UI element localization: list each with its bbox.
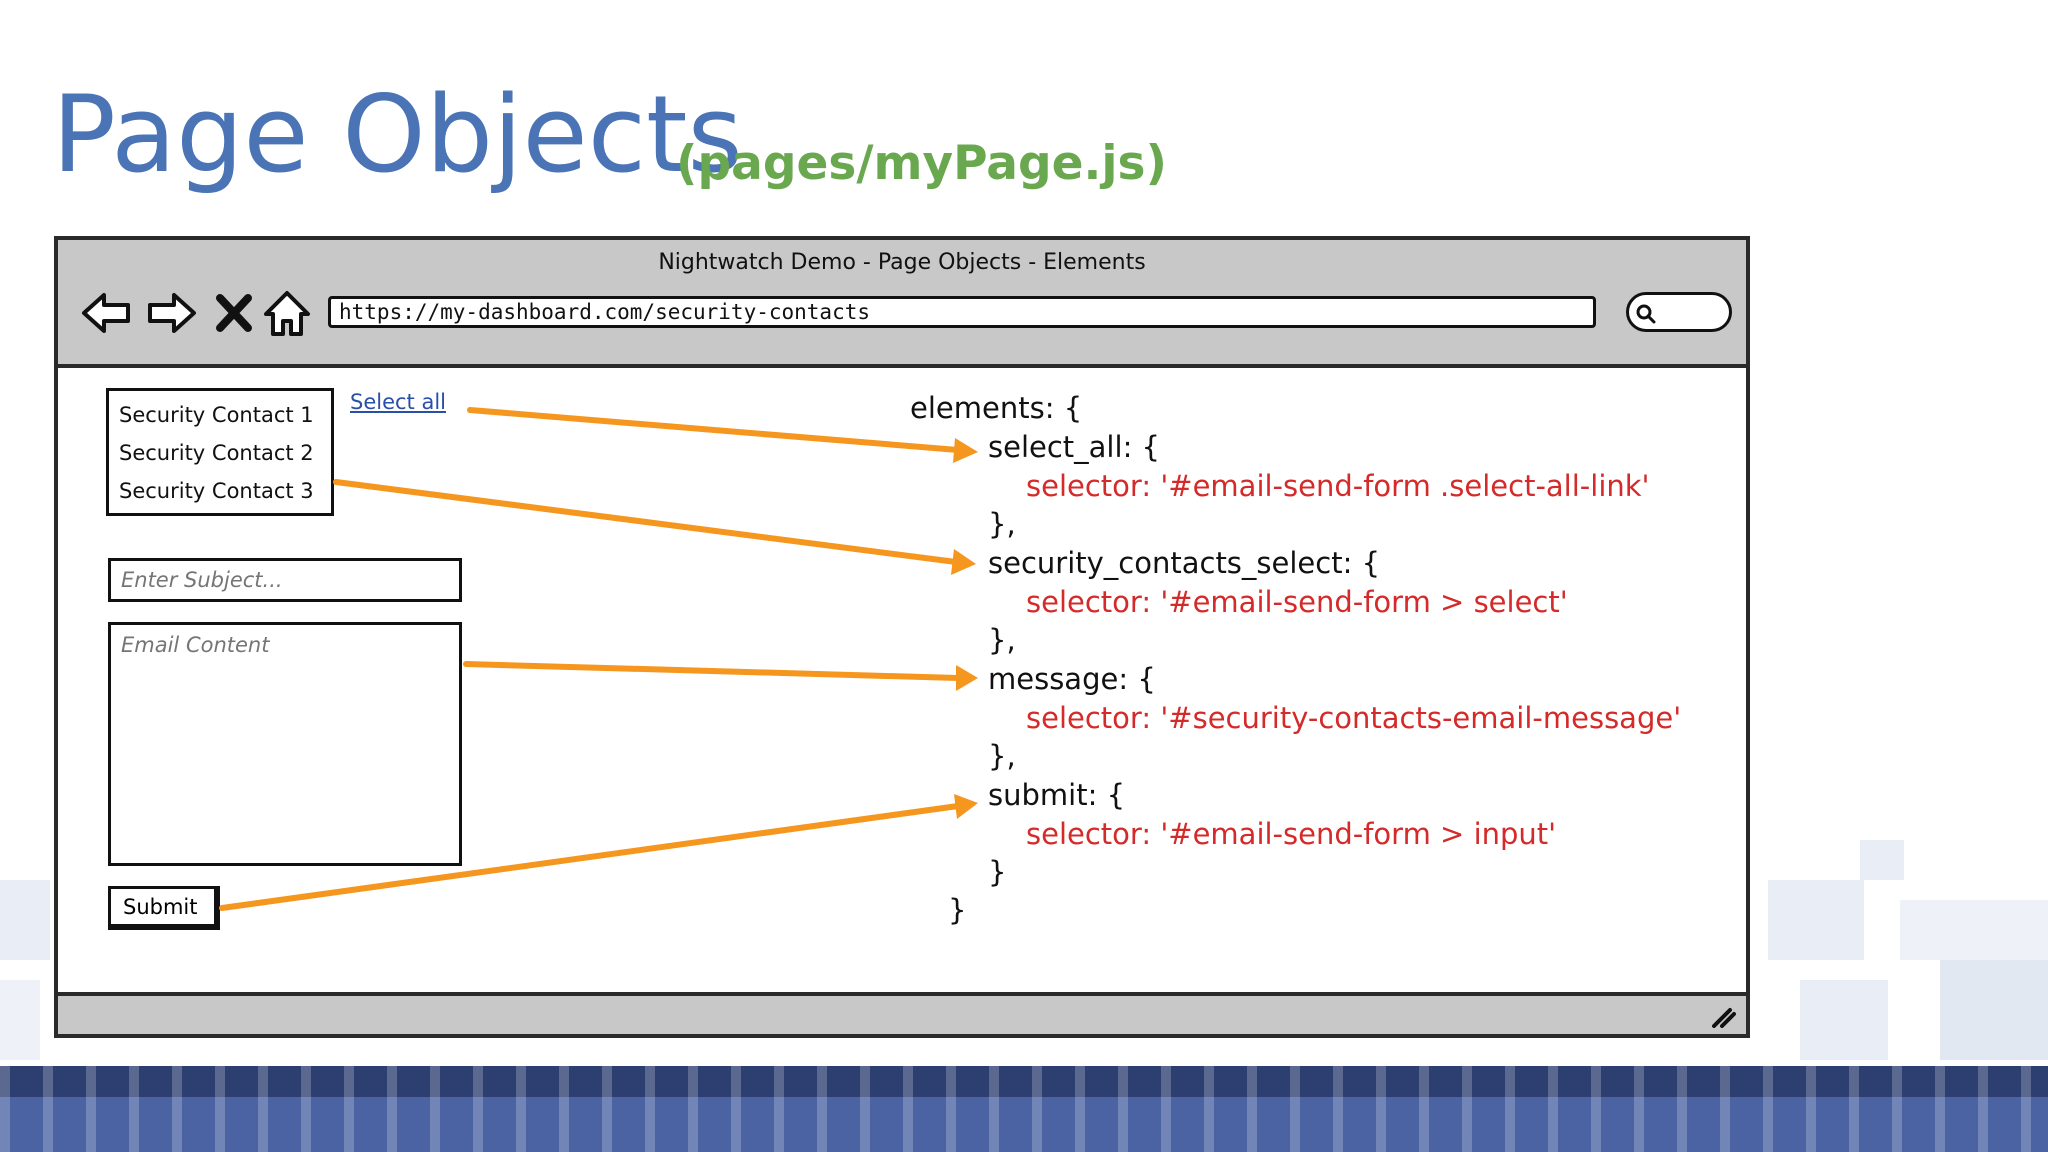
code-brace: : { bbox=[1044, 391, 1083, 425]
code-selector-message: selector: '#security-contacts-email-mess… bbox=[1026, 704, 1681, 733]
decorative-footer-band bbox=[0, 1066, 2048, 1152]
code-brace: : { bbox=[1087, 778, 1126, 812]
code-line-close: }, bbox=[988, 739, 1016, 773]
code-selector-select-all: selector: '#email-send-form .select-all-… bbox=[1026, 472, 1650, 501]
resize-grip-icon[interactable] bbox=[1710, 1006, 1736, 1028]
slide-subtitle: (pages/myPage.js) bbox=[676, 136, 1167, 191]
decor-pixel bbox=[0, 880, 50, 960]
code-line-elements: elements: { bbox=[910, 394, 1082, 423]
code-selector-value: '#email-send-form > select' bbox=[1160, 585, 1568, 619]
decor-pixel bbox=[1940, 960, 2048, 1060]
code-selector-label: selector: bbox=[1026, 585, 1161, 619]
home-icon[interactable] bbox=[260, 286, 314, 340]
subject-input[interactable] bbox=[108, 558, 462, 602]
forward-arrow-icon[interactable] bbox=[144, 286, 198, 340]
browser-toolbar: Nightwatch Demo - Page Objects - Element… bbox=[58, 240, 1746, 368]
code-line-close: }, bbox=[988, 623, 1016, 657]
browser-status-bar bbox=[58, 992, 1746, 1034]
code-line-security-contacts: security_contacts_select: { bbox=[988, 549, 1380, 578]
code-key: select_all bbox=[988, 430, 1123, 464]
search-box[interactable] bbox=[1626, 292, 1732, 332]
list-item[interactable]: Security Contact 3 bbox=[119, 479, 314, 503]
submit-button[interactable]: Submit bbox=[108, 886, 220, 930]
code-brace: : { bbox=[1118, 662, 1156, 696]
code-brace: : { bbox=[1342, 546, 1381, 580]
window-title: Nightwatch Demo - Page Objects - Element… bbox=[658, 250, 1146, 275]
code-line-close: }, bbox=[988, 507, 1016, 541]
code-selector-security-contacts: selector: '#email-send-form > select' bbox=[1026, 588, 1568, 617]
select-all-link[interactable]: Select all bbox=[350, 390, 446, 414]
code-brace: : { bbox=[1122, 430, 1161, 464]
code-key: security_contacts_select bbox=[988, 546, 1343, 580]
decor-pixel bbox=[1800, 980, 1888, 1060]
decor-pixel bbox=[1900, 900, 2048, 960]
code-line-select-all: select_all: { bbox=[988, 433, 1160, 462]
security-contacts-select[interactable]: Security Contact 1 Security Contact 2 Se… bbox=[106, 388, 334, 516]
decor-pixel bbox=[1768, 880, 1864, 960]
browser-window: Nightwatch Demo - Page Objects - Element… bbox=[54, 236, 1750, 1038]
search-icon bbox=[1636, 304, 1656, 324]
code-selector-label: selector: bbox=[1026, 817, 1161, 851]
code-line-close-final: } bbox=[948, 893, 967, 927]
code-key: message bbox=[988, 662, 1119, 696]
decor-pixel bbox=[0, 980, 40, 1060]
code-selector-submit: selector: '#email-send-form > input' bbox=[1026, 820, 1556, 849]
code-selector-value: '#email-send-form .select-all-link' bbox=[1160, 469, 1650, 503]
close-icon[interactable] bbox=[208, 286, 262, 340]
code-key: submit bbox=[988, 778, 1088, 812]
back-arrow-icon[interactable] bbox=[80, 286, 134, 340]
code-selector-value: '#email-send-form > input' bbox=[1160, 817, 1557, 851]
code-line-message: message: { bbox=[988, 665, 1156, 694]
slide-title: Page Objects bbox=[52, 73, 743, 196]
url-bar[interactable] bbox=[328, 296, 1596, 328]
code-selector-label: selector: bbox=[1026, 701, 1161, 735]
list-item[interactable]: Security Contact 2 bbox=[119, 441, 314, 465]
code-key: elements bbox=[910, 391, 1045, 425]
list-item[interactable]: Security Contact 1 bbox=[119, 403, 314, 427]
code-selector-label: selector: bbox=[1026, 469, 1161, 503]
code-line-submit: submit: { bbox=[988, 781, 1125, 810]
email-content-textarea[interactable] bbox=[108, 622, 462, 866]
code-selector-value: '#security-contacts-email-message' bbox=[1160, 701, 1682, 735]
decor-pixel bbox=[1860, 840, 1904, 880]
code-line-close-last: } bbox=[988, 855, 1007, 889]
